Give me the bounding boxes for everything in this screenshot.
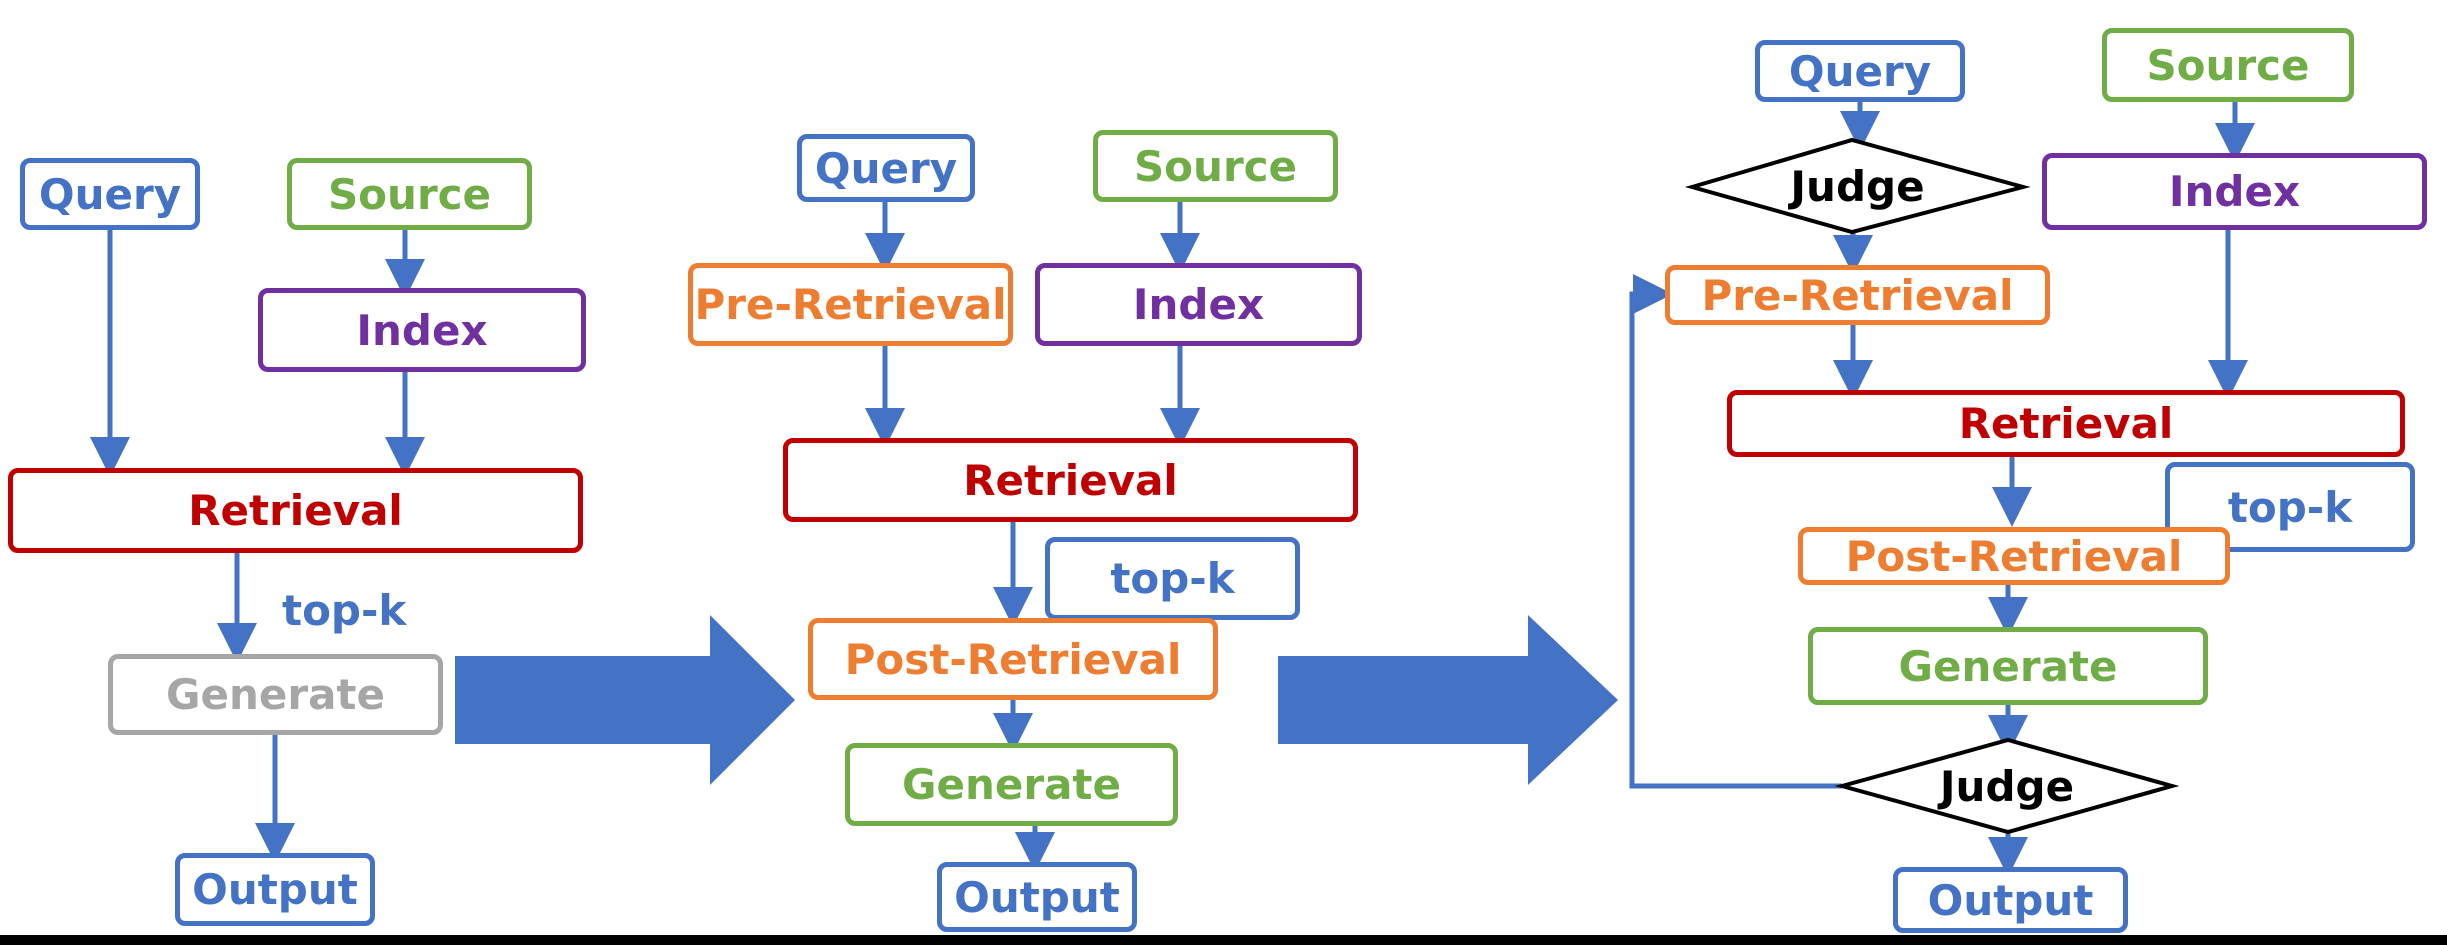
p2-source-box: Source [1093,130,1338,202]
p2-query-label: Query [814,143,958,193]
p1-retrieval-label: Retrieval [188,486,403,535]
p2-topk-box: top-k [1045,537,1300,620]
p2-generate-label: Generate [902,760,1121,809]
p3-postretrieval-label: Post-Retrieval [1845,531,2183,581]
p1-generate-label: Generate [166,670,385,719]
p2-index-label: Index [1132,280,1265,329]
big-arrow-1 [455,615,795,785]
p3-index-box: Index [2042,153,2427,230]
p2-preretrieval-box: Pre-Retrieval [688,263,1013,346]
p3-topk-label: top-k [2227,482,2353,532]
p3-source-label: Source [2146,40,2310,90]
p1-output-label: Output [192,865,358,914]
p3-judge-bottom-label: Judge [1939,761,2075,811]
p3-preretrieval-box: Pre-Retrieval [1665,265,2050,325]
p3-judge-bottom-diamond [1834,737,2180,835]
p3-output-label: Output [1927,875,2094,925]
p2-source-label: Source [1133,141,1298,191]
p2-topk-label: top-k [1110,554,1235,603]
p1-index-box: Index [258,288,586,372]
p1-retrieval-box: Retrieval [8,468,583,553]
p3-arrow-feedback-loop [1629,274,1842,789]
p2-postretrieval-label: Post-Retrieval [844,634,1182,684]
p3-query-box: Query [1755,40,1965,102]
p3-source-box: Source [2102,28,2354,102]
p3-query-label: Query [1788,46,1932,96]
p3-index-label: Index [2168,167,2301,216]
p3-retrieval-box: Retrieval [1727,390,2405,457]
p2-retrieval-label: Retrieval [963,455,1178,505]
p2-retrieval-box: Retrieval [783,438,1358,522]
p1-output-box: Output [175,853,375,926]
big-arrow-2 [1278,615,1618,785]
p1-topk-label: top-k [282,586,407,635]
p3-postretrieval-box: Post-Retrieval [1798,527,2230,585]
p1-query-box: Query [20,158,200,230]
p2-generate-box: Generate [845,743,1178,826]
p2-query-box: Query [797,134,975,202]
p3-retrieval-label: Retrieval [1958,399,2174,448]
p2-postretrieval-box: Post-Retrieval [808,618,1218,700]
p1-source-label: Source [327,169,492,219]
p3-judge-top-diamond [1684,137,2031,235]
p3-preretrieval-label: Pre-Retrieval [1701,270,2014,320]
p2-output-label: Output [954,872,1120,922]
p3-judge-top-label: Judge [1790,161,1925,211]
p3-output-box: Output [1893,867,2128,933]
p2-index-box: Index [1035,263,1362,346]
p2-preretrieval-label: Pre-Retrieval [694,280,1007,329]
p3-generate-label: Generate [1898,641,2118,691]
p1-generate-box: Generate [108,654,443,735]
p1-source-box: Source [287,158,532,230]
p2-output-box: Output [937,862,1137,932]
bottom-black-strip [0,935,2447,945]
p1-query-label: Query [38,169,182,219]
p1-index-label: Index [356,305,488,355]
p3-generate-box: Generate [1808,627,2208,705]
